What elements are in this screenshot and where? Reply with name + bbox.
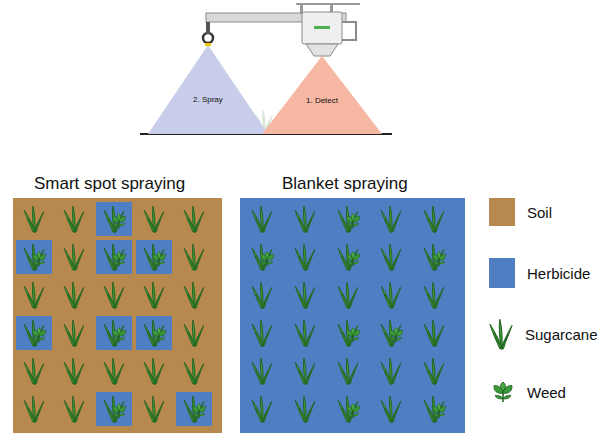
sugarcane-icon — [381, 282, 400, 308]
field-panel: Smart spot spraying — [13, 174, 222, 433]
sugarcane-icon — [24, 206, 43, 232]
legend-swatch — [489, 198, 515, 226]
sugarcane-icon — [144, 282, 163, 308]
sugarcane-icon — [184, 358, 203, 384]
cone-label: 2. Spray — [193, 95, 223, 104]
sugarcane-icon — [424, 206, 443, 232]
sugarcane-icon — [381, 206, 400, 232]
sugarcane-icon — [144, 206, 163, 232]
weed-icon — [346, 404, 359, 418]
sugarcane-icon — [144, 396, 163, 422]
sugarcane-icon — [104, 282, 123, 308]
cone-label: 1. Detect — [306, 96, 338, 105]
weed-icon — [112, 214, 125, 228]
sugarcane-icon — [64, 244, 83, 270]
panel-heading: Blanket spraying — [282, 174, 408, 194]
sugarcane-icon — [295, 358, 314, 384]
weed-icon — [346, 214, 359, 228]
weed-icon — [432, 404, 445, 418]
weed-icon — [32, 252, 45, 266]
sugarcane-icon — [295, 320, 314, 346]
herbicide-spot — [96, 316, 132, 350]
weed-icon — [192, 404, 205, 418]
herbicide-spot — [136, 316, 172, 350]
sugarcane-icon — [64, 396, 83, 422]
sugarcane-icon — [424, 358, 443, 384]
legend-label: Soil — [527, 204, 552, 221]
herbicide-spot — [96, 392, 132, 426]
sugarcane-icon — [424, 320, 443, 346]
sugarcane-icon — [184, 244, 203, 270]
spray-cone: 1. Detect — [262, 56, 382, 134]
field-panel: Blanket spraying — [240, 174, 465, 433]
sugarcane-icon — [144, 358, 163, 384]
sugarcane-icon — [252, 206, 271, 232]
sugarcane-icon — [64, 206, 83, 232]
weed-icon — [432, 252, 445, 266]
weed-icon — [152, 328, 165, 342]
sugarcane-icon — [64, 320, 83, 346]
herbicide-spot — [96, 240, 132, 274]
weed-icon — [346, 252, 359, 266]
sugarcane-icon — [24, 358, 43, 384]
weed-icon — [260, 252, 273, 266]
sugarcane-icon — [295, 396, 314, 422]
sugarcane-icon — [184, 282, 203, 308]
sugarcane-icon — [295, 244, 314, 270]
sugarcane-icon — [252, 282, 271, 308]
spray-cone: 2. Spray — [148, 45, 268, 134]
weed-icon — [389, 328, 402, 342]
sugarcane-icon — [104, 358, 123, 384]
cone-shape — [262, 56, 382, 134]
sugarcane-icon — [252, 396, 271, 422]
sugarcane-icon — [252, 358, 271, 384]
sugarcane-icon — [184, 206, 203, 232]
sugarcane-icon — [338, 282, 357, 308]
cone-shape — [148, 45, 268, 134]
sugarcane-icon — [424, 282, 443, 308]
weed-icon — [346, 328, 359, 342]
weed-icon — [112, 328, 125, 342]
herbicide-spot — [16, 240, 52, 274]
weed-icon — [112, 252, 125, 266]
sugarcane-icon — [252, 320, 271, 346]
sugarcane-icon — [381, 358, 400, 384]
herbicide-spot — [96, 202, 132, 236]
sugarcane-icon — [184, 320, 203, 346]
legend-label: Sugarcane — [525, 326, 598, 343]
sugarcane-icon — [295, 282, 314, 308]
sugarcane-icon — [381, 244, 400, 270]
weed-icon — [112, 404, 125, 418]
sugarcane-icon — [338, 358, 357, 384]
sugarcane-icon — [24, 396, 43, 422]
sugarcane-icon — [295, 206, 314, 232]
panel-heading: Smart spot spraying — [34, 174, 185, 194]
herbicide-spot — [176, 392, 212, 426]
sugarcane-icon — [64, 358, 83, 384]
legend-label: Herbicide — [527, 265, 590, 282]
sugarcane-icon — [381, 396, 400, 422]
legend-label: Weed — [527, 384, 566, 401]
legend-swatch — [489, 258, 515, 288]
weed-icon — [152, 252, 165, 266]
herbicide-spot — [136, 240, 172, 274]
sugarcane-icon — [24, 282, 43, 308]
herbicide-spot — [16, 316, 52, 350]
sugarcane-icon — [64, 282, 83, 308]
weed-icon — [32, 328, 45, 342]
